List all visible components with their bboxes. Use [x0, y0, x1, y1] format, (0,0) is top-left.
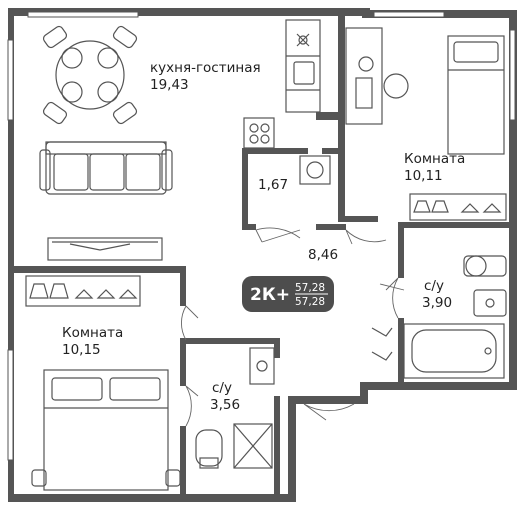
- tv-stand-icon: [47, 237, 163, 261]
- room-top-name: Комната: [404, 151, 465, 167]
- bath-right-area: 3,90: [422, 295, 452, 311]
- doors: [180, 227, 405, 427]
- walls: [8, 8, 517, 502]
- wardrobe-bottom-icon: [25, 275, 141, 307]
- bath-center-fixtures: [195, 347, 275, 469]
- storage-area: 1,67: [258, 177, 288, 193]
- kitchen-living-area: 19,43: [150, 77, 189, 93]
- windows: [7, 11, 516, 461]
- kitchen-living-name: кухня-гостиная: [150, 60, 261, 76]
- room-top-area: 10,11: [404, 168, 443, 184]
- badge-area-living: 57,28: [295, 296, 325, 308]
- bath-right-name: с/у: [424, 278, 444, 294]
- bed-bottom-icon: [31, 369, 181, 491]
- kitchen-counter-icon: [243, 19, 321, 149]
- bath-center-area: 3,56: [210, 397, 240, 413]
- bath-center-name: с/у: [212, 380, 232, 396]
- washing-machine-icon: [299, 155, 331, 185]
- badge-type: 2К+: [250, 285, 290, 305]
- apartment-badge: 2К+ 57,28 57,28: [242, 276, 334, 312]
- wardrobe-top-icon: [409, 193, 507, 221]
- sofa-icon: [39, 141, 173, 195]
- room-bottom-name: Комната: [62, 325, 123, 341]
- room-bottom-area: 10,15: [62, 342, 101, 358]
- room-labels: кухня-гостиная 19,43 Комната 10,11 1,67 …: [62, 60, 465, 413]
- badge-area-total: 57,28: [295, 282, 325, 294]
- bed-top-icon: [447, 35, 505, 155]
- hall-area: 8,46: [308, 247, 338, 263]
- dining-table-icon: [42, 25, 138, 125]
- badge-background: [242, 276, 334, 312]
- bath-right-fixtures: [371, 255, 507, 379]
- desk-icon: [345, 27, 409, 125]
